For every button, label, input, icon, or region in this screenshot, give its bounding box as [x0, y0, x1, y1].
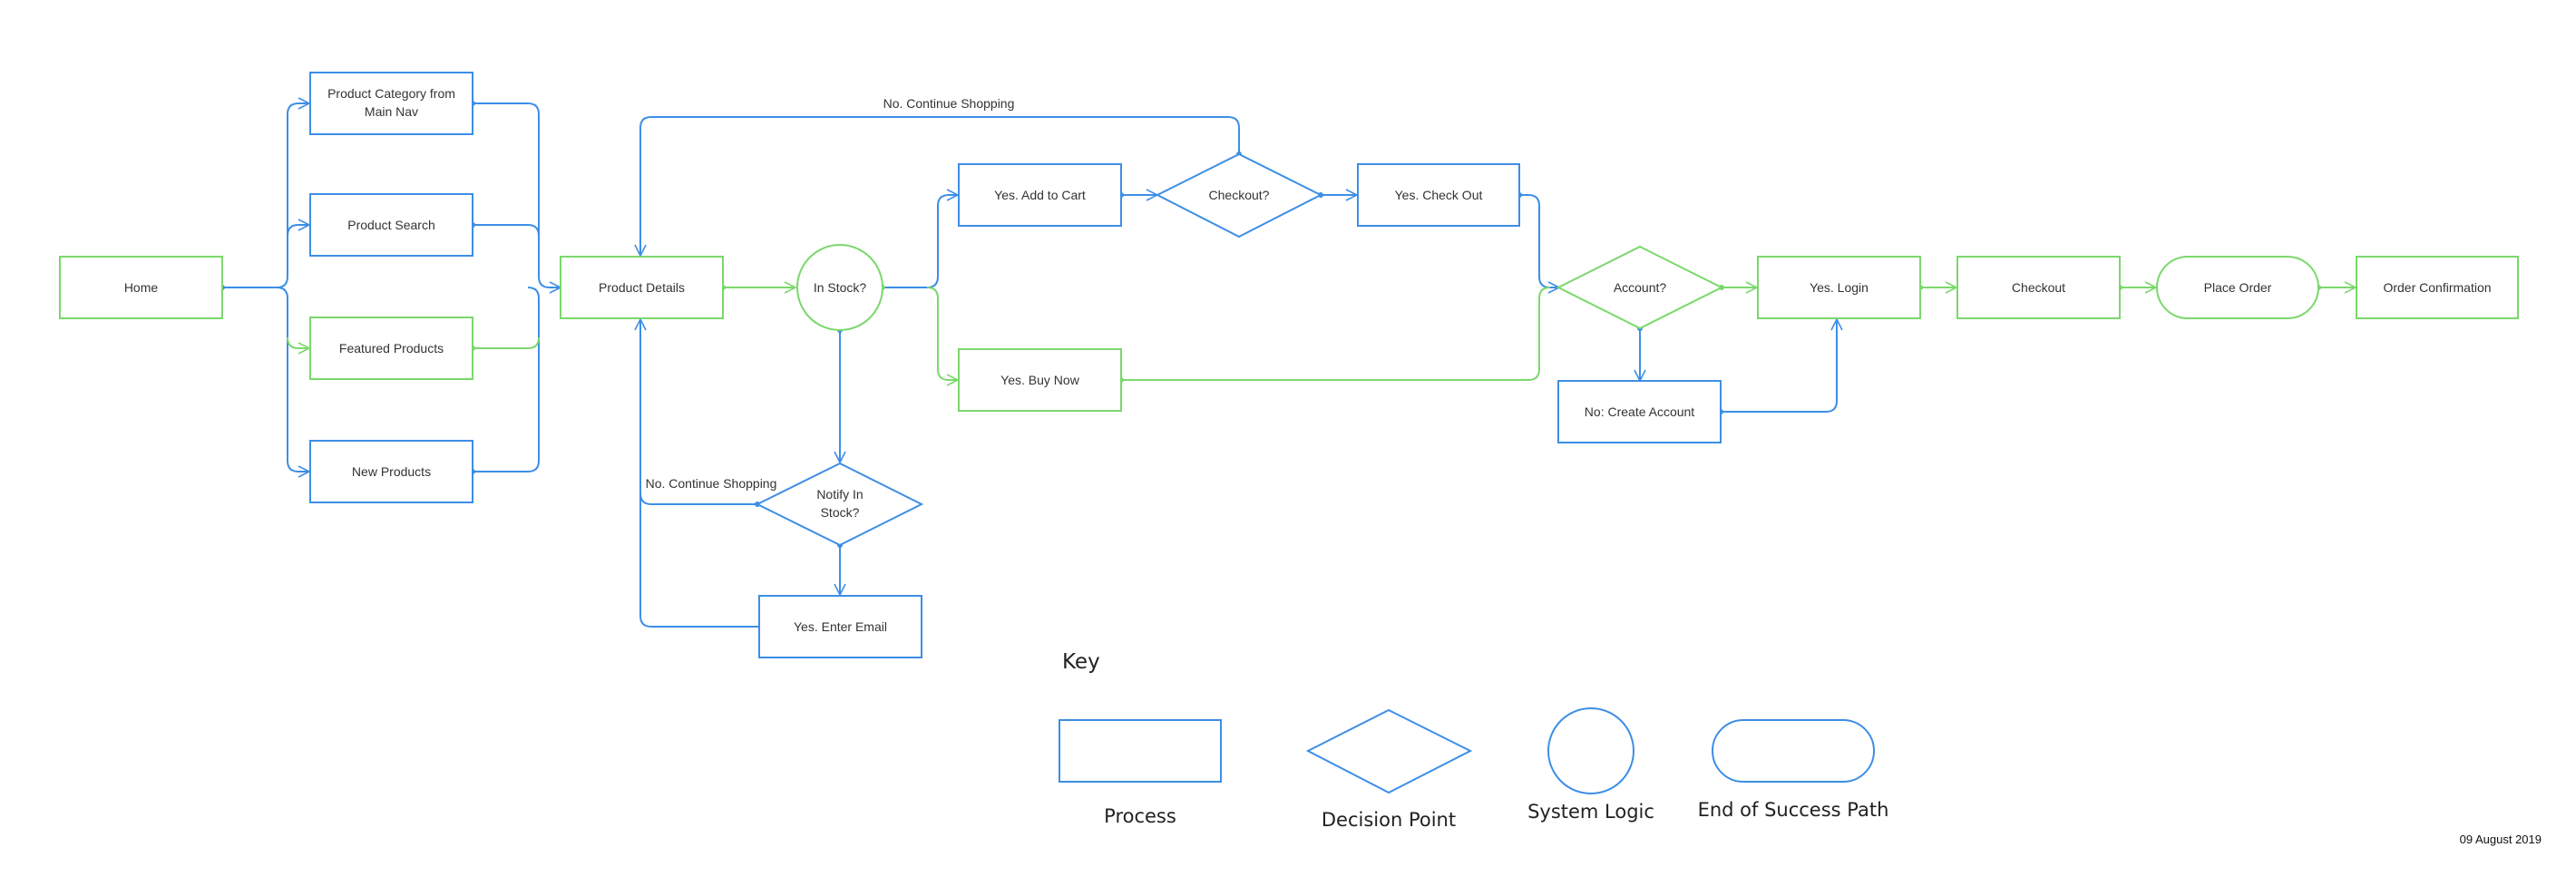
node-check-out-label: Yes. Check Out — [1395, 188, 1483, 202]
node-featured-label: Featured Products — [339, 341, 444, 355]
node-search-label: Product Search — [347, 218, 435, 232]
node-login: Yes. Login — [1757, 256, 1921, 319]
node-add-to-cart: Yes. Add to Cart — [958, 163, 1122, 227]
legend-end-success-shape — [1712, 719, 1875, 783]
edge-checkout-continue — [640, 116, 1240, 256]
legend: Key Process Decision Point System Logic … — [1059, 650, 1888, 831]
node-create-account: No: Create Account — [1557, 380, 1722, 443]
node-product-details-label: Product Details — [599, 280, 685, 295]
legend-system-logic-label: System Logic — [1527, 801, 1654, 823]
node-buy-now: Yes. Buy Now — [958, 348, 1122, 412]
node-new-products: New Products — [309, 440, 473, 503]
connector-dots — [220, 101, 2321, 548]
node-notify-label-2: Stock? — [821, 505, 860, 520]
node-home-label: Home — [124, 280, 159, 295]
nodes: Home Product Category from Main Nav Prod… — [59, 72, 2519, 658]
edge-featured-to-details — [473, 336, 540, 349]
legend-process-shape — [1059, 719, 1222, 783]
node-enter-email: Yes. Enter Email — [758, 595, 922, 658]
node-featured: Featured Products — [309, 317, 473, 380]
edge-email-back — [639, 493, 759, 628]
connectors — [222, 102, 2356, 628]
edge-create-to-login — [1721, 319, 1837, 413]
edge-checkout-to-account — [1519, 194, 1559, 287]
edge-home-to-search — [287, 225, 309, 237]
node-account-decision: Account? — [1556, 245, 1724, 330]
node-order-confirmation-label: Order Confirmation — [2383, 280, 2491, 295]
legend-end-success-label: End of Success Path — [1698, 799, 1889, 821]
node-product-details: Product Details — [560, 256, 724, 319]
node-notify-label-1: Notify In — [816, 487, 863, 502]
edge-home-to-category — [222, 103, 309, 288]
edge-new-to-details — [473, 287, 540, 472]
edge-label-continue-notify: No. Continue Shopping — [646, 476, 777, 491]
edge-label-continue-top: No. Continue Shopping — [883, 96, 1015, 111]
legend-decision-label: Decision Point — [1322, 809, 1456, 831]
legend-decision-shape — [1305, 708, 1473, 794]
legend-system-logic-shape — [1547, 707, 1634, 794]
node-checkout-decision-label: Checkout? — [1209, 188, 1270, 202]
node-buy-now-label: Yes. Buy Now — [1000, 373, 1080, 387]
edge-instock-to-cart — [883, 195, 958, 288]
node-login-label: Yes. Login — [1810, 280, 1869, 295]
node-check-out: Yes. Check Out — [1357, 163, 1520, 227]
node-checkout-label: Checkout — [2012, 280, 2065, 295]
node-in-stock: In Stock? — [796, 244, 883, 331]
node-search: Product Search — [309, 193, 473, 257]
node-checkout-decision: Checkout? — [1155, 152, 1323, 239]
node-add-to-cart-label: Yes. Add to Cart — [994, 188, 1086, 202]
node-notify: Notify In Stock? — [755, 462, 924, 547]
node-home: Home — [59, 256, 223, 319]
node-checkout: Checkout — [1956, 256, 2121, 319]
date-stamp: 09 August 2019 — [2460, 833, 2542, 846]
node-enter-email-label: Yes. Enter Email — [794, 619, 887, 634]
edge-buynow-to-account — [1121, 287, 1551, 381]
node-category: Product Category from Main Nav — [309, 72, 473, 135]
legend-process-label: Process — [1104, 805, 1176, 827]
node-category-label-1: Product Category from — [327, 86, 455, 101]
edge-home-to-new — [276, 287, 309, 472]
edge-category-to-details — [473, 102, 561, 287]
edge-search-to-details — [473, 224, 540, 237]
node-place-order: Place Order — [2156, 256, 2319, 319]
node-category-label-2: Main Nav — [365, 104, 418, 119]
node-create-account-label: No: Create Account — [1585, 404, 1695, 419]
node-place-order-label: Place Order — [2204, 280, 2272, 295]
edge-instock-to-buynow — [926, 287, 958, 380]
node-account-decision-label: Account? — [1614, 280, 1667, 295]
node-in-stock-label: In Stock? — [814, 280, 867, 295]
legend-title: Key — [1062, 650, 1100, 674]
node-order-confirmation: Order Confirmation — [2356, 256, 2519, 319]
edge-home-to-featured — [287, 336, 309, 348]
node-new-products-label: New Products — [352, 464, 431, 479]
